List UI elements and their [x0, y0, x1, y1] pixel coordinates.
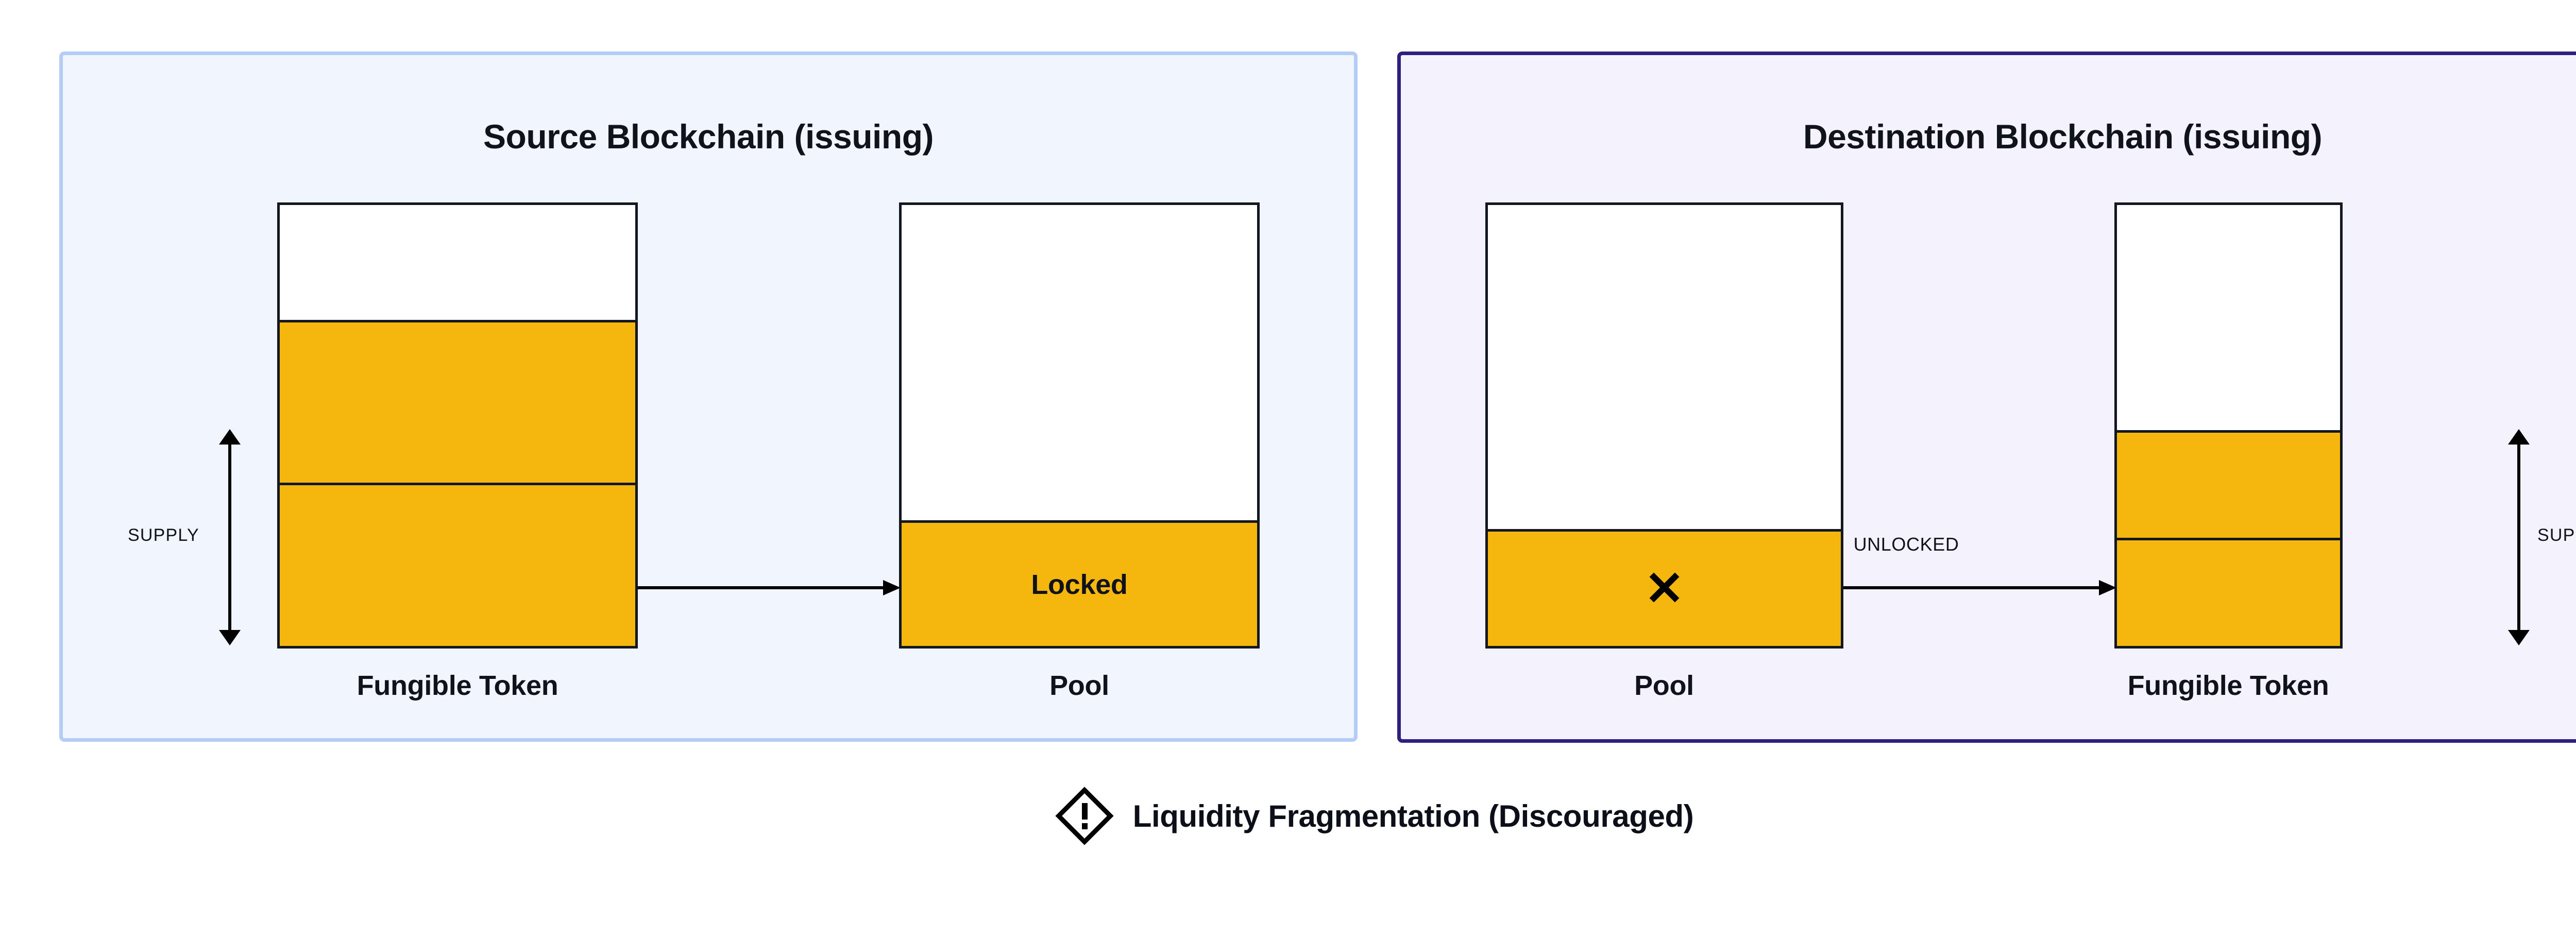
- lock-flow-arrow-icon: [638, 580, 901, 595]
- destination-token-segment-1: [2117, 430, 2340, 538]
- source-pool-locked-label: Locked: [1031, 569, 1128, 600]
- lock-arrow-shaft: [638, 586, 884, 589]
- destination-supply-arrow-down-tip: [2508, 630, 2530, 645]
- destination-panel-title: Destination Blockchain (issuing): [1803, 117, 2323, 156]
- unlock-arrow-head: [2099, 580, 2116, 595]
- destination-token-segment-2: [2117, 538, 2340, 646]
- footer-note: Liquidity Fragmentation (Discouraged): [0, 787, 2576, 845]
- source-pool-bar: Locked: [899, 202, 1260, 649]
- source-fungible-token-bar: [277, 202, 638, 649]
- destination-supply-label: SUPPLY: [2537, 525, 2576, 545]
- source-token-segment-2: [280, 483, 635, 646]
- destination-pool-caption: Pool: [1634, 670, 1694, 701]
- unlock-flow-arrow-icon: [1843, 580, 2116, 595]
- warning-exclamation-dot: [1081, 823, 1088, 829]
- warning-exclamation-stem: [1081, 803, 1088, 820]
- source-token-segment-1: [280, 319, 635, 483]
- destination-pool-blocked-segment: ✕: [1488, 529, 1841, 646]
- source-pool-caption: Pool: [1049, 670, 1109, 701]
- destination-supply-arrow-up-tip: [2508, 429, 2530, 445]
- source-supply-double-arrow-icon: [219, 429, 241, 645]
- source-supply-arrow-stem: [228, 444, 231, 631]
- source-panel-title: Source Blockchain (issuing): [483, 117, 934, 156]
- destination-fungible-token-caption: Fungible Token: [2127, 670, 2329, 701]
- unlocked-flow-label: UNLOCKED: [1853, 534, 1959, 555]
- destination-fungible-token-bar: [2114, 202, 2343, 649]
- source-fungible-token-caption: Fungible Token: [357, 670, 558, 701]
- source-supply-arrow-down-tip: [219, 630, 241, 645]
- lock-arrow-head: [883, 580, 901, 595]
- footer-note-text: Liquidity Fragmentation (Discouraged): [1132, 798, 1694, 833]
- cross-x-icon: ✕: [1644, 562, 1685, 616]
- unlock-arrow-shaft: [1843, 586, 2100, 589]
- destination-supply-arrow-stem: [2517, 444, 2520, 631]
- source-supply-label: SUPPLY: [128, 525, 199, 545]
- destination-pool-bar: ✕: [1485, 202, 1843, 649]
- warning-diamond-icon: [1055, 787, 1114, 845]
- source-pool-locked-segment: Locked: [902, 520, 1257, 646]
- source-supply-arrow-up-tip: [219, 429, 241, 445]
- destination-supply-double-arrow-icon: [2508, 429, 2530, 645]
